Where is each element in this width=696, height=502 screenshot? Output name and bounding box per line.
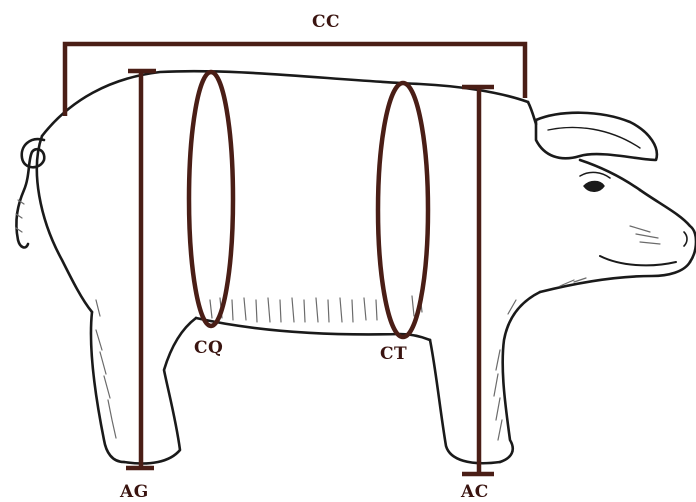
cq-label: CQ: [194, 340, 223, 357]
pig-back-outline: [42, 71, 528, 136]
pig-neck: [528, 102, 536, 124]
pig-jowl-outline: [540, 262, 690, 292]
pig-mouth: [600, 256, 676, 265]
front-leg-shading: [494, 300, 516, 440]
pig-ear: [536, 113, 657, 160]
pig-illustration: [16, 71, 696, 463]
cc-label: CC: [312, 14, 340, 31]
ac-label: AC: [461, 484, 489, 501]
ag-label: AG: [120, 484, 149, 501]
pig-eye: [584, 182, 604, 192]
pig-nostril: [684, 232, 687, 246]
pig-snout: [640, 190, 696, 262]
pig-brow: [580, 172, 610, 178]
pig-ear-inner: [548, 127, 640, 148]
pig-rump-outline: [37, 136, 92, 312]
ct-ellipse: [378, 83, 428, 337]
ct-label: CT: [380, 346, 407, 363]
pig-front-leg-back: [430, 340, 500, 463]
measurement-marks: [65, 44, 525, 474]
cq-ellipse: [189, 72, 233, 326]
pig-shading: [16, 200, 660, 440]
cc-bracket: [65, 44, 525, 116]
pig-hind-leg-front: [124, 318, 196, 464]
pig-front-leg-front: [500, 292, 540, 462]
